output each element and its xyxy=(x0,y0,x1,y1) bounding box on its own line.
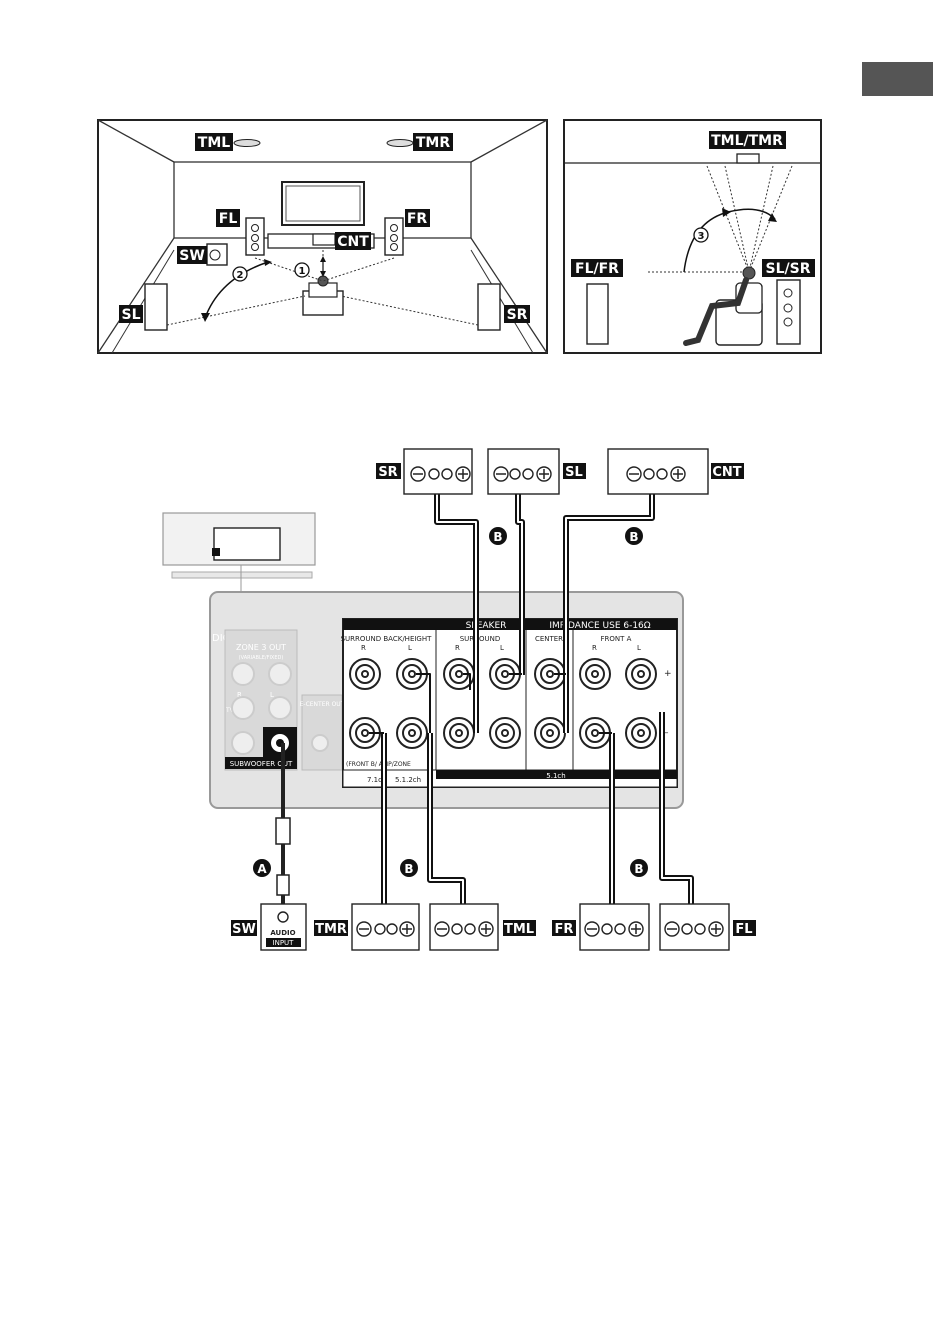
sur-l: L xyxy=(500,644,504,652)
sw-input-text: INPUT xyxy=(273,939,295,947)
badge-b-1: B xyxy=(493,530,502,544)
front-a-label: FRONT A xyxy=(601,635,632,643)
sbh-label: SURROUND BACK/HEIGHT xyxy=(341,635,433,643)
badge-b-3: B xyxy=(404,862,413,876)
wiring-label-tml: TML xyxy=(504,922,534,937)
badge-b-2: B xyxy=(629,530,638,544)
sbh-r: R xyxy=(361,644,366,652)
front-b-zone-label: (FRONT B/ AMP/ZONE xyxy=(346,761,411,768)
wiring-label-fl: FL xyxy=(735,922,752,937)
page-tab xyxy=(862,62,933,96)
top-speakers: SR SL CNT xyxy=(376,449,744,494)
wiring-label-tmr: TMR xyxy=(315,922,347,937)
marker-1: 1 xyxy=(299,266,306,277)
fa-l: L xyxy=(637,644,641,652)
bottom-speakers: AUDIO INPUT SW TMR xyxy=(231,904,756,950)
zone3-sub: (VARIABLE/FIXED) xyxy=(239,655,284,661)
fa-r: R xyxy=(592,644,597,652)
label-cnt: CNT xyxy=(337,234,369,250)
label-sl: SL xyxy=(121,307,140,323)
sur-r: R xyxy=(455,644,460,652)
ch51-label: 5.1ch xyxy=(546,772,565,780)
label-sl-sr: SL/SR xyxy=(766,261,811,277)
center-label: CENTER xyxy=(535,635,563,643)
wiring-label-fr: FR xyxy=(555,922,574,937)
plus-sign: + xyxy=(664,669,672,679)
surround-label: SURROUND xyxy=(460,635,501,643)
badge-a: A xyxy=(257,862,267,876)
wiring-label-cnt: CNT xyxy=(712,465,741,480)
label-sw: SW xyxy=(179,248,205,264)
ch71-label: 7.1c xyxy=(367,776,382,784)
wiring-diagram: DIO ZONE 3 OUT (VARIABLE/FIXED) R L TV S… xyxy=(163,449,756,950)
room-diagram: 1 2 TML TMR FL FR SW CNT SL SR xyxy=(98,120,547,353)
label-fr: FR xyxy=(407,211,428,227)
wiring-label-sl: SL xyxy=(565,465,583,480)
wiring-label-sr: SR xyxy=(378,465,397,480)
label-tmr: TMR xyxy=(416,135,450,151)
label-fl-fr: FL/FR xyxy=(575,261,619,277)
label-fl: FL xyxy=(219,211,238,227)
zone3-title: ZONE 3 OUT xyxy=(236,643,286,652)
center-out-label: E-CENTER OUT xyxy=(300,701,345,708)
label-sr: SR xyxy=(507,307,528,323)
sbh-l: L xyxy=(408,644,412,652)
label-tml: TML xyxy=(198,135,230,151)
marker-3: 3 xyxy=(698,231,705,242)
wiring-label-sw: SW xyxy=(232,922,256,937)
speakers-header-left: SPEAKER xyxy=(466,621,507,631)
zone3-l: L xyxy=(270,691,274,699)
badge-b-4: B xyxy=(634,862,643,876)
marker-2: 2 xyxy=(237,270,244,281)
sw-audio-text: AUDIO xyxy=(270,929,295,937)
ch512-label: 5.1.2ch xyxy=(395,776,421,784)
label-tml-tmr: TML/TMR xyxy=(711,133,783,149)
side-diagram: 3 TML/TMR FL/FR SL/SR xyxy=(564,120,821,353)
